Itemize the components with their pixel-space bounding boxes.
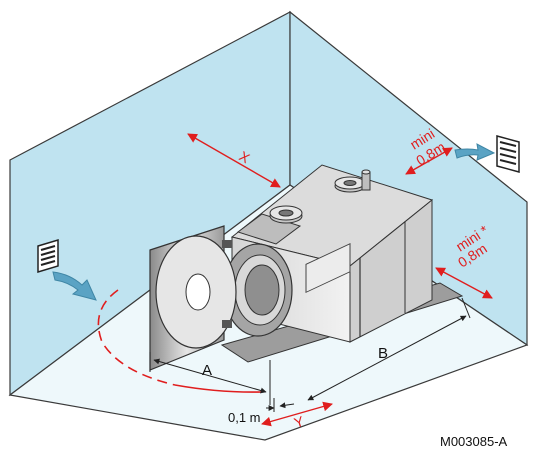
ventilation-grille-icon [37, 238, 59, 274]
ventilation-grille-icon [496, 135, 520, 173]
reference-code: M003085-A [440, 434, 508, 449]
control-panel [305, 243, 351, 294]
top-flange [269, 205, 303, 224]
airflow-arrow-icon [454, 143, 496, 161]
door-swing-arc [97, 289, 176, 386]
dimension-b-label: B [378, 345, 388, 362]
dimension-b: B [307, 297, 471, 401]
gap-dimension: 0,1 m [228, 398, 295, 425]
boiler [149, 164, 464, 371]
top-flange [334, 169, 371, 193]
gap-label: 0,1 m [228, 410, 261, 425]
dimension-a-label: A [202, 362, 212, 379]
dimension-a: A [149, 352, 271, 405]
furnace-opening [223, 243, 293, 337]
airflow-arrow-icon [52, 271, 97, 301]
